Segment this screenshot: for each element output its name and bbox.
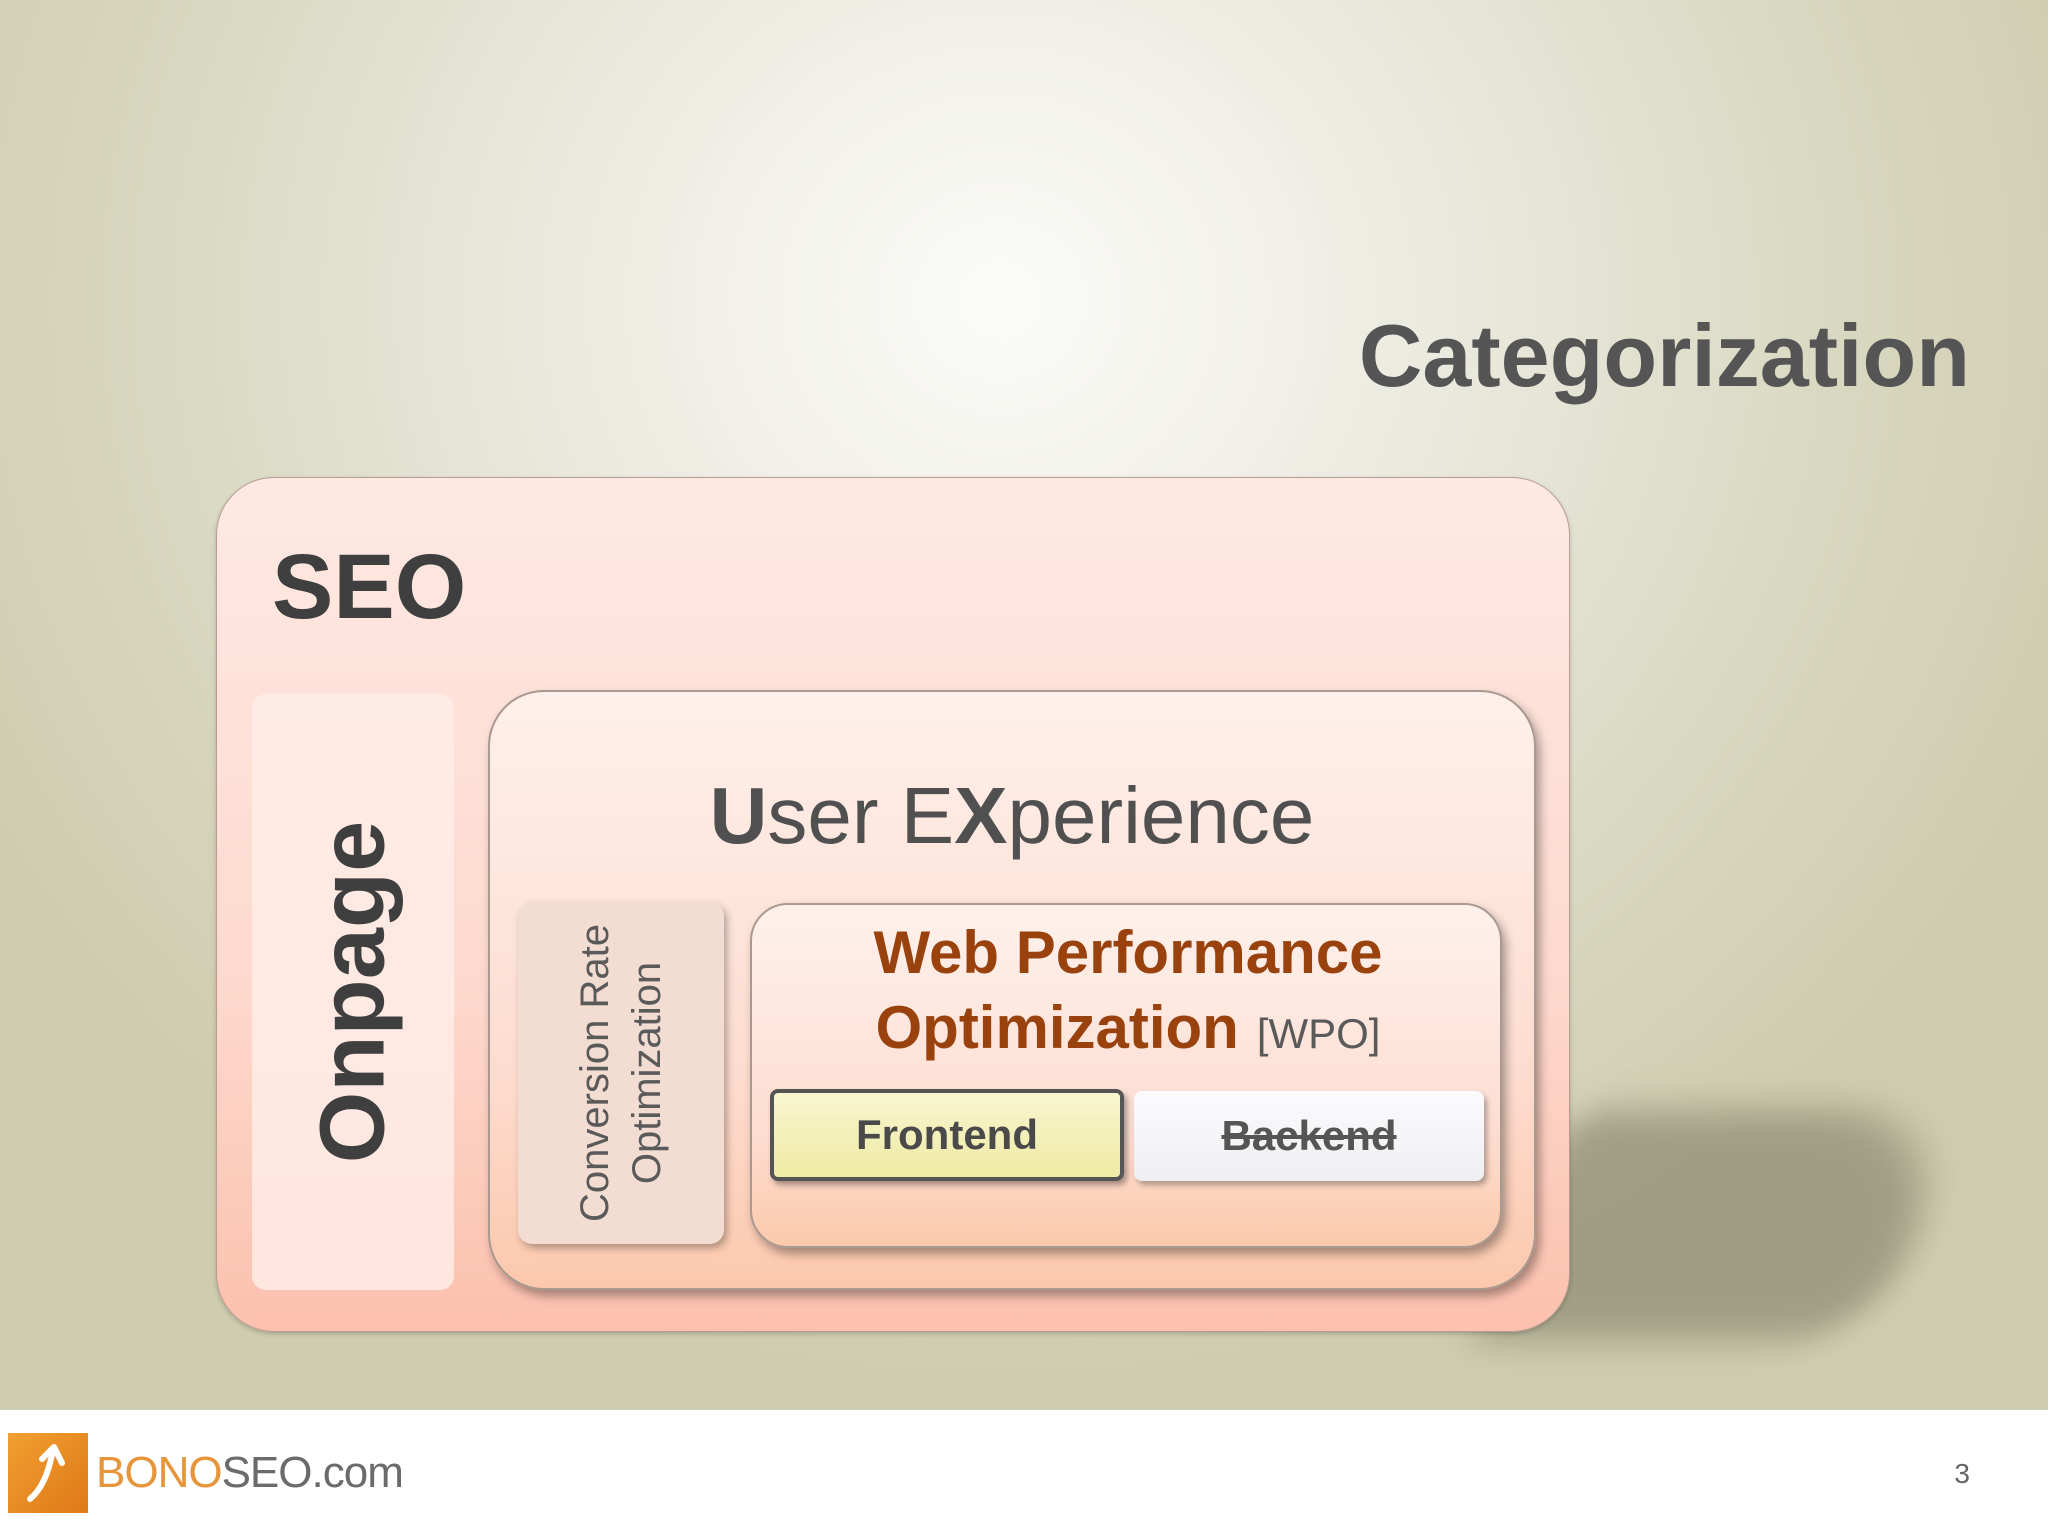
bonoseo-logo: BONOSEO.com	[8, 1430, 404, 1516]
cro-label: Conversion Rate Optimization	[569, 924, 673, 1222]
wpo-box	[750, 903, 1502, 1248]
wpo-title-line1: Web Performance	[873, 919, 1383, 986]
slide-title: Categorization	[1358, 306, 1970, 405]
backend-label: Backend	[1221, 1112, 1397, 1159]
slide-background: Categorization SEO Onpage User EXperienc…	[0, 0, 2048, 1410]
logo-text: BONOSEO.com	[96, 1448, 404, 1498]
logo-text-seo: SEO.com	[221, 1448, 404, 1497]
wpo-title-line2: Optimization	[875, 994, 1239, 1061]
cro-label-line2: Optimization	[625, 961, 669, 1185]
cro-label-line1: Conversion Rate	[573, 924, 617, 1222]
onpage-box	[252, 694, 454, 1290]
ux-label-perience: perience	[1007, 771, 1315, 860]
ux-label-u: U	[709, 771, 768, 860]
frontend-label: Frontend	[856, 1111, 1038, 1158]
page-number: 3	[1954, 1458, 1970, 1489]
onpage-label: Onpage	[301, 820, 404, 1164]
logo-arrow-icon	[8, 1433, 88, 1513]
logo-text-bono: BONO	[96, 1448, 223, 1497]
ux-label-ser-e: ser E	[767, 771, 955, 860]
footer	[0, 1410, 2048, 1536]
wpo-abbr: [WPO]	[1256, 1010, 1381, 1057]
wpo-title-line2-wrap: Optimization [WPO]	[778, 990, 1478, 1071]
ux-label-x: X	[954, 771, 1008, 860]
wpo-title: Web Performance Optimization [WPO]	[778, 915, 1478, 1071]
backend-box: Backend	[1134, 1091, 1484, 1181]
user-experience-label: User EXperience	[710, 770, 1315, 862]
seo-label: SEO	[272, 536, 467, 638]
cro-box	[518, 902, 724, 1244]
frontend-box: Frontend	[770, 1089, 1124, 1181]
